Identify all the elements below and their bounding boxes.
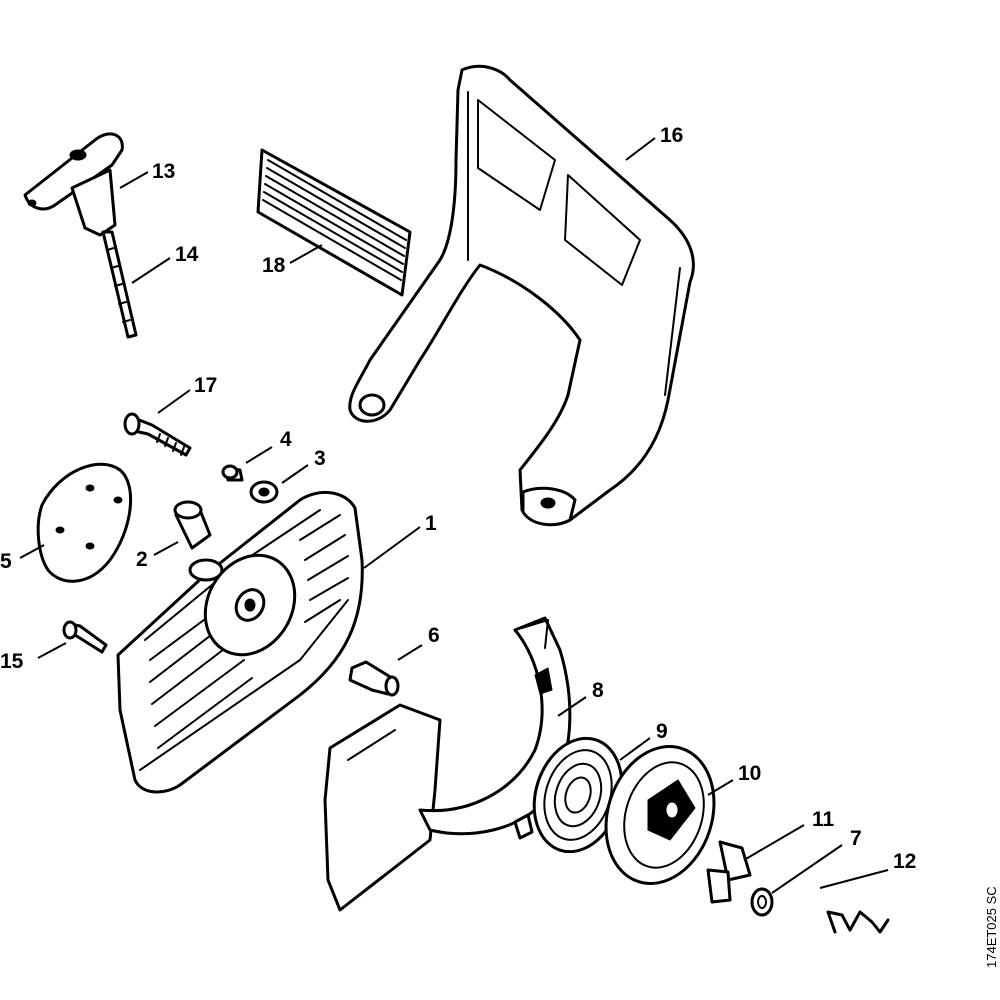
part-2-rope-guide	[173, 500, 212, 550]
callout-5: 5	[0, 550, 12, 573]
callout-6: 6	[428, 624, 440, 647]
part-3-washer	[249, 480, 279, 504]
callout-15: 15	[0, 650, 24, 673]
part-8-guide-plate	[323, 703, 442, 912]
callout-2: 2	[136, 548, 148, 571]
part-6-stud	[348, 660, 400, 697]
part-17-collar-screw	[123, 412, 192, 457]
part-8-spring-band	[418, 616, 572, 836]
part-4-screw	[221, 464, 244, 482]
callout-14: 14	[175, 243, 199, 266]
callout-18: 18	[262, 254, 286, 277]
part-7-washer	[750, 887, 774, 917]
leader-lines	[19, 137, 889, 894]
callout-3: 3	[314, 447, 326, 470]
callout-labels: 1 2 3 4 5 6 7 8 9 10 11 12 13 14 15 16 1…	[0, 124, 916, 873]
part-10-rope-rotor	[604, 745, 716, 885]
part-16-hand-guard	[348, 64, 695, 527]
part-1-fan-housing	[116, 490, 364, 794]
callout-12: 12	[893, 850, 916, 873]
callout-16: 16	[660, 124, 683, 147]
callout-9: 9	[656, 720, 668, 743]
callout-10: 10	[738, 762, 761, 785]
part-11-pawl	[706, 840, 752, 904]
part-12-spring-clip	[826, 910, 890, 934]
part-13-starter-grip	[23, 132, 124, 237]
callout-11: 11	[812, 808, 835, 831]
callout-7: 7	[850, 827, 862, 850]
part-5-cover-plate	[36, 462, 133, 583]
callout-1: 1	[425, 512, 437, 535]
drawing-code: 174ET025 SC	[984, 886, 999, 968]
part-15-screw	[62, 620, 108, 654]
part-18-label	[256, 148, 412, 297]
callout-4: 4	[280, 428, 292, 451]
callout-13: 13	[152, 160, 175, 183]
callout-8: 8	[592, 679, 604, 702]
callout-17: 17	[194, 374, 217, 397]
part-14-starter-rope	[101, 230, 138, 339]
